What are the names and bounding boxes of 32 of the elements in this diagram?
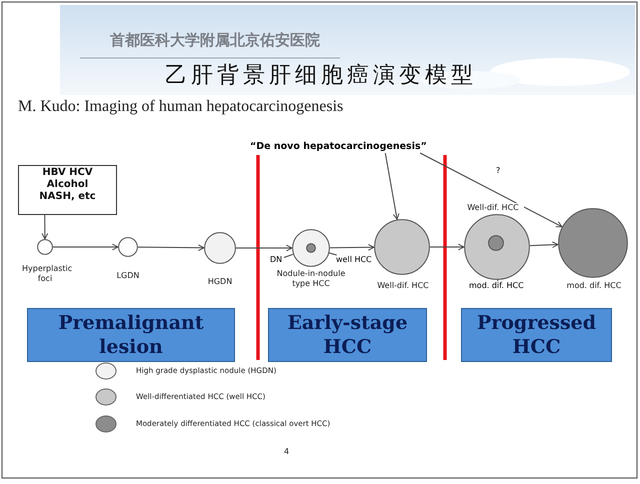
- arrow: [420, 152, 562, 228]
- title: 乙肝背景肝细胞癌演变模型: [165, 62, 477, 90]
- leader-text: well HCC: [336, 255, 374, 265]
- nodule-circle: [204, 232, 236, 264]
- page-number: 4: [284, 447, 290, 456]
- arrow: [42, 214, 48, 240]
- nodule-circle: [37, 239, 53, 255]
- leader-text: mod. dif. HCC: [469, 281, 527, 291]
- arrow: [330, 244, 374, 251]
- nodule-circle: [292, 229, 330, 267]
- inner-nodule: [306, 243, 316, 253]
- stage-box: Premalignant lesion: [27, 308, 235, 362]
- arrow: [52, 244, 118, 250]
- subtitle: M. Kudo: Imaging of human hepatocarcinogenesis: [18, 98, 344, 116]
- arrow: [138, 244, 204, 251]
- arrow: [236, 244, 292, 252]
- stage-box: Progressed HCC: [461, 308, 612, 362]
- arrow: [530, 241, 558, 248]
- stage-box: Early-stage HCC: [268, 308, 427, 362]
- risk-factor-box: HBV HCV Alcohol NASH, etc: [18, 165, 117, 215]
- arrow: [430, 244, 464, 250]
- nodule-circle: [464, 214, 530, 280]
- hospital-name: 首都医科大学附属北京佑安医院: [110, 31, 320, 50]
- nodule-circle: [118, 237, 138, 257]
- arrow: [384, 152, 400, 220]
- nodule-circle: [374, 219, 430, 275]
- heading-text: “De novo hepatocarcinogenesis”: [250, 140, 455, 153]
- edge-label: ?: [495, 166, 502, 176]
- leader-line: [284, 254, 294, 258]
- nodule-caption: mod. dif. HCC: [565, 281, 623, 291]
- leader-text: DN: [270, 255, 284, 265]
- nodule-circle: [558, 208, 628, 278]
